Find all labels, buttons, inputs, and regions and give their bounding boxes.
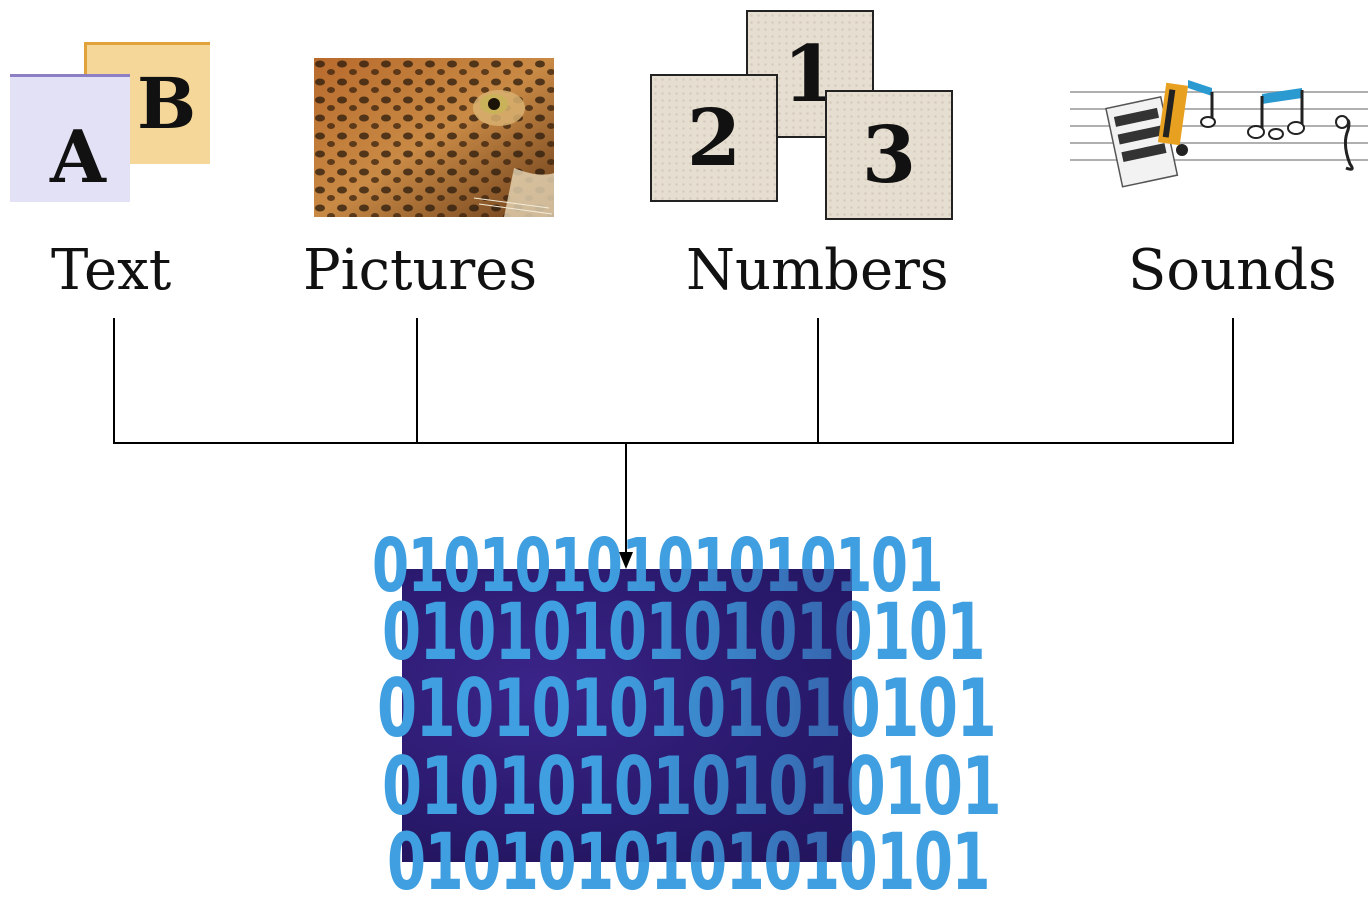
binary-fade-overlay	[402, 569, 852, 862]
connector-diagram	[113, 318, 1234, 569]
ab-letters-icon: B A	[10, 42, 212, 202]
binary-row-3: 0101010101010101	[382, 747, 1002, 827]
card-b: B	[84, 42, 210, 164]
binary-row-1: 0101010101010101	[382, 594, 986, 672]
letter-b: B	[137, 62, 197, 145]
binary-row-2: 0101010101010101	[377, 669, 997, 749]
letter-a: A	[50, 114, 106, 199]
label-numbers: Numbers	[686, 238, 949, 303]
label-sounds: Sounds	[1128, 238, 1337, 303]
card-a: A	[10, 74, 130, 202]
arrowhead-icon	[619, 552, 633, 569]
leopard-photo	[314, 58, 554, 217]
number-tile-2: 2	[650, 74, 778, 202]
label-pictures: Pictures	[303, 238, 538, 303]
binary-row-0: 0101010101010101	[372, 523, 944, 609]
label-text: Text	[51, 238, 172, 303]
binary-row-4: 0101010101010101	[387, 818, 991, 908]
number-tile-3: 3	[825, 90, 953, 220]
binary-data-image: 0101010101010101 0101010101010101 010101…	[372, 529, 1002, 902]
music-notes-icon	[1070, 80, 1368, 188]
